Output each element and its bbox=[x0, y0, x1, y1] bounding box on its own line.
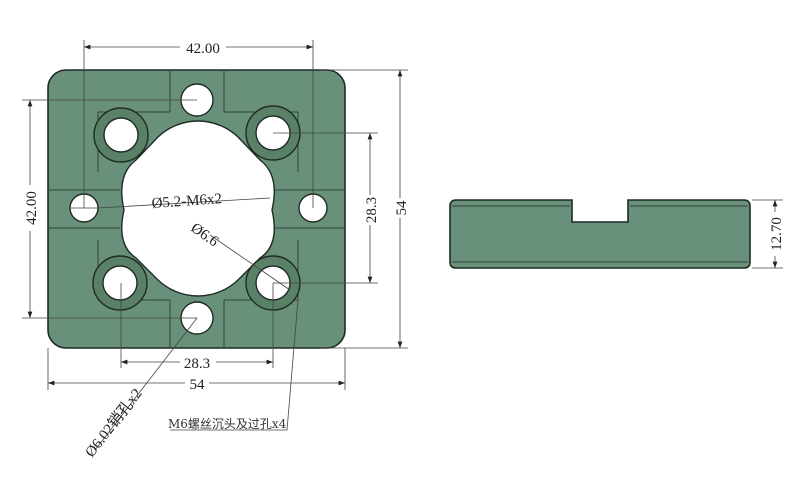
top-view bbox=[47, 69, 346, 349]
dim-top-width: 42.00 bbox=[186, 41, 220, 57]
dim-right-inner: 28.3 bbox=[364, 197, 380, 223]
center-opening bbox=[121, 120, 275, 297]
side-profile bbox=[449, 199, 751, 269]
callout-tapped-hole: Ø5.2-M6x2 bbox=[151, 191, 222, 212]
side-view bbox=[449, 199, 751, 269]
dim-left-height: 42.00 bbox=[24, 191, 40, 225]
callout-pin-hole: Ø6.02销孔x2 bbox=[82, 385, 146, 460]
callout-counterbore: M6螺丝沉头及过孔x4 bbox=[168, 417, 287, 431]
dim-side-thickness: 12.70 bbox=[769, 217, 785, 251]
dim-right-total: 54 bbox=[394, 200, 410, 216]
dim-bottom-inner: 28.3 bbox=[184, 356, 210, 372]
dim-bottom-total: 54 bbox=[190, 377, 206, 393]
